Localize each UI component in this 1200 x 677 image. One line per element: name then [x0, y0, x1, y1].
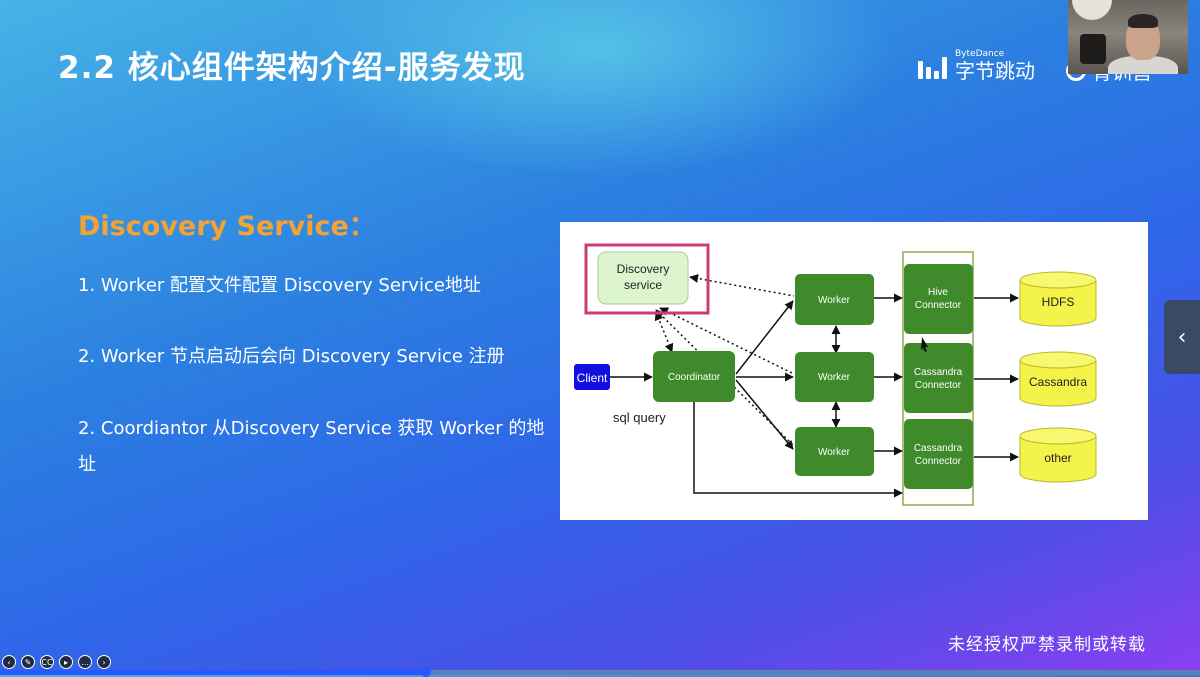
edge-coord-worker1	[735, 300, 794, 375]
edge-discovery-worker1	[689, 274, 795, 297]
worker-label-1: Worker	[818, 295, 851, 306]
back-icon[interactable]: ‹	[2, 655, 16, 669]
bytedance-logo: ByteDance 字节跳动	[918, 50, 1035, 81]
architecture-diagram: Discovery service Client Coordinator sql…	[560, 222, 1148, 520]
presenter-webcam	[1068, 0, 1188, 74]
cassandra-connector-node-2	[904, 419, 973, 489]
playback-progress-thumb[interactable]	[421, 667, 431, 677]
client-node	[574, 364, 610, 390]
worker-label-3: Worker	[818, 447, 851, 458]
cassandra-connector-node-1	[904, 343, 973, 413]
brand-big-text: 字节跳动	[955, 59, 1035, 83]
subheading: Discovery Service：	[78, 211, 376, 242]
hive-connector-node	[904, 264, 973, 334]
bullet-item-2: 2. Worker 节点启动后会向 Discovery Service 注册	[78, 346, 505, 367]
side-panel-toggle[interactable]: ‹	[1164, 300, 1200, 374]
edge-coord-connectors	[693, 402, 903, 498]
other-db-label: other	[1044, 451, 1071, 465]
cassandra-connector-label-1a: Cassandra	[914, 367, 963, 378]
cassandra-db-label: Cassandra	[1029, 375, 1087, 389]
sql-query-label: sql query	[613, 410, 666, 425]
forward-icon[interactable]: ›	[97, 655, 111, 669]
hdfs-database-icon	[1019, 271, 1097, 327]
coordinator-node	[653, 351, 735, 402]
mouse-cursor-icon	[921, 337, 928, 352]
coordinator-label: Coordinator	[668, 372, 721, 383]
playback-progress-bar[interactable]	[0, 667, 1200, 677]
cassandra-connector-label-2a: Cassandra	[914, 443, 963, 454]
client-label: Client	[577, 371, 608, 385]
camera-icon[interactable]: ▸	[59, 655, 73, 669]
bullet-item-3: 2. Coordiantor 从Discovery Service 获取 Wor…	[78, 418, 545, 475]
other-database-icon	[1019, 427, 1097, 483]
more-icon[interactable]: …	[78, 655, 92, 669]
discovery-label-1: Discovery	[617, 262, 670, 276]
edge-coord-worker3	[735, 379, 794, 450]
slide-title: 2.2 核心组件架构介绍-服务发现	[58, 50, 526, 86]
hive-connector-label-1: Hive	[928, 287, 948, 298]
edge-discovery-coordinator	[654, 311, 674, 353]
player-toolbar: ‹ ✎ CC ▸ … ›	[2, 655, 111, 669]
brand-small-text: ByteDance	[955, 49, 1005, 59]
worker-node-3	[795, 427, 874, 476]
cc-icon[interactable]: CC	[40, 655, 54, 669]
bytedance-mark-icon	[918, 53, 947, 79]
chevron-left-icon: ‹	[1177, 324, 1187, 350]
hive-connector-label-2: Connector	[915, 300, 962, 311]
discovery-highlight-frame	[584, 243, 710, 315]
worker-node-1	[795, 274, 874, 325]
background-glow	[300, 0, 900, 180]
copyright-notice: 未经授权严禁录制或转载	[948, 635, 1146, 655]
pen-icon[interactable]: ✎	[21, 655, 35, 669]
worker-node-2	[795, 352, 874, 402]
hdfs-label: HDFS	[1042, 295, 1075, 309]
bullet-item-1: 1. Worker 配置文件配置 Discovery Service地址	[78, 275, 481, 296]
worker-label-2: Worker	[818, 372, 851, 383]
cassandra-connector-label-1b: Connector	[915, 380, 962, 391]
discovery-label-2: service	[624, 278, 662, 292]
cassandra-database-icon	[1019, 351, 1097, 407]
discovery-service-node	[597, 251, 689, 305]
playback-progress-fill	[0, 670, 426, 675]
cassandra-connector-label-2b: Connector	[915, 456, 962, 467]
